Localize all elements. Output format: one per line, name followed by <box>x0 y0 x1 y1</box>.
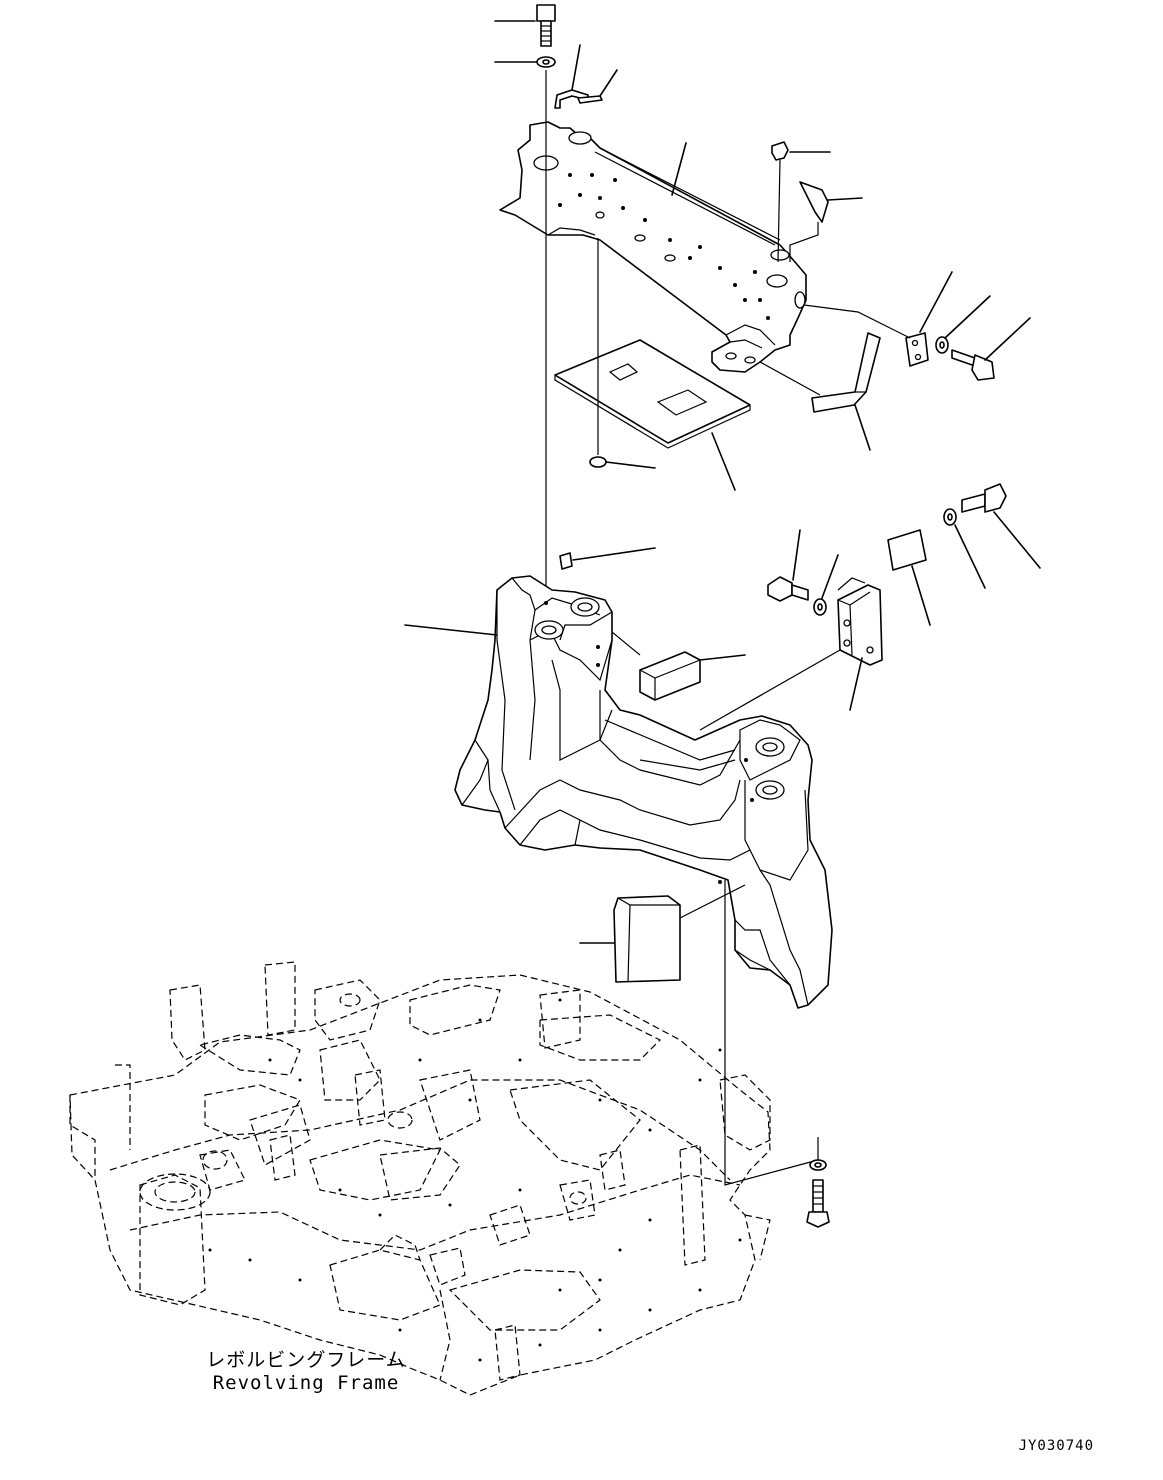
shim-plate <box>887 529 927 571</box>
small-bracket <box>554 89 603 109</box>
angled-bar <box>811 332 881 413</box>
leader-line <box>759 361 821 396</box>
bolt-right <box>951 349 995 381</box>
flat-pad <box>554 339 751 449</box>
leader-line <box>944 295 991 339</box>
leader-line <box>404 624 498 636</box>
bottom-bolt <box>806 1179 830 1228</box>
leader-line <box>792 529 801 581</box>
rubber-block <box>639 651 701 701</box>
leader-line <box>837 577 866 591</box>
leader-line <box>671 142 687 196</box>
leader-line <box>789 222 819 262</box>
revolving-frame <box>69 961 771 1396</box>
top-washer <box>536 56 556 68</box>
leader-line <box>849 657 863 711</box>
leader-line <box>572 547 656 561</box>
bolt-shim <box>961 483 1007 513</box>
washer-right <box>935 336 949 354</box>
leader-line <box>599 69 618 97</box>
washer-left <box>813 598 827 616</box>
leader-line <box>854 404 871 451</box>
small-block <box>559 552 573 570</box>
leader-line <box>699 654 746 661</box>
leader-line <box>571 44 581 91</box>
leader-line <box>993 511 1041 569</box>
upper-mounting-plate <box>499 121 807 373</box>
frame-label-japanese: レボルビングフレーム <box>206 1349 405 1371</box>
leader-line <box>919 271 953 333</box>
leader-line <box>911 565 931 626</box>
small-cap <box>589 456 607 468</box>
small-plate-right <box>905 332 929 367</box>
bolt-left <box>767 576 809 602</box>
leader-line <box>605 461 656 469</box>
leader-line <box>821 554 839 599</box>
frame-label-english: Revolving Frame <box>213 1372 400 1394</box>
washer-shim <box>943 508 957 526</box>
leader-line <box>699 649 841 731</box>
drawing-code: JY030740 <box>1019 1438 1094 1454</box>
plug-top <box>771 141 789 161</box>
leader-line <box>984 317 1031 361</box>
alignment-line <box>724 1159 819 1186</box>
leader-line <box>827 197 863 201</box>
leader-line <box>803 304 911 339</box>
main-support-frame <box>454 575 833 1009</box>
leader-line <box>954 524 986 589</box>
leader-line <box>611 631 641 656</box>
lower-block <box>613 895 681 983</box>
top-bolt <box>536 4 556 47</box>
bracket-plate <box>837 584 883 666</box>
leader-line <box>679 884 746 919</box>
wedge-part <box>799 181 829 223</box>
leader-line <box>711 432 736 491</box>
bottom-washer <box>809 1159 827 1171</box>
leader-line <box>777 159 781 263</box>
